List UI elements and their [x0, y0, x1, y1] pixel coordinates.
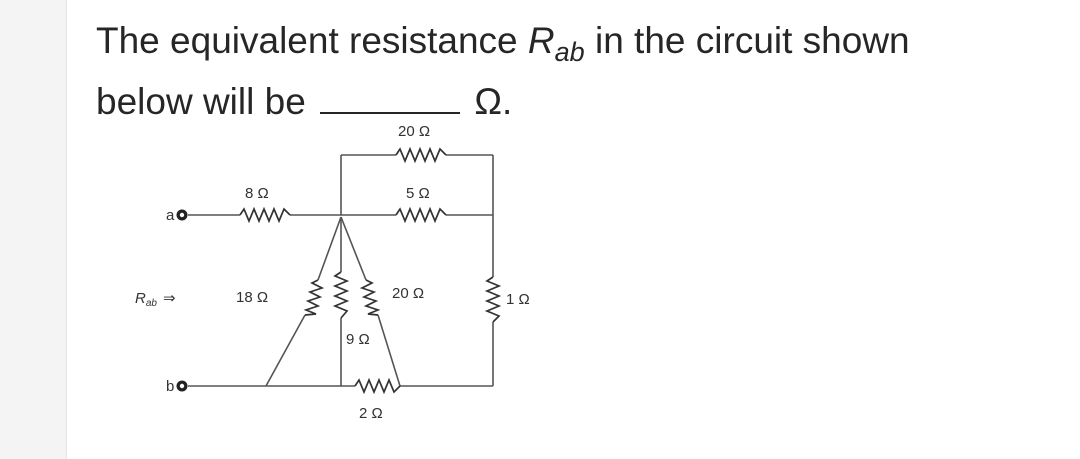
- resistor-20-diag: [359, 279, 381, 316]
- terminal-a-label: a: [166, 207, 175, 224]
- terminal-b-hole: [179, 383, 185, 389]
- terminal-a: [176, 209, 188, 221]
- question-card: [66, 0, 1080, 459]
- resistor-2: [354, 377, 401, 395]
- question-text: The equivalent resistance Rab in the cir…: [96, 12, 996, 131]
- label-r-20-diag: 20 Ω: [392, 285, 424, 302]
- wire-18-lower: [265, 314, 306, 387]
- label-r-5: 5 Ω: [406, 185, 430, 202]
- resistor-top-20: [395, 146, 447, 164]
- label-r-1: 1 Ω: [506, 291, 530, 308]
- question-line2-pre: below will be: [96, 81, 317, 122]
- resistance-symbol: R: [527, 20, 555, 61]
- resistor-18: [303, 279, 325, 316]
- resistors: [239, 146, 502, 395]
- label-r-top: 20 Ω: [398, 123, 430, 140]
- question-line1-post: in the circuit shown: [584, 20, 910, 61]
- resistance-subscript: ab: [554, 37, 585, 67]
- answer-blank[interactable]: [320, 78, 461, 114]
- label-r-2: 2 Ω: [359, 405, 383, 422]
- resistor-5: [395, 206, 447, 224]
- resistor-8: [239, 206, 291, 224]
- terminal-b: [176, 380, 188, 392]
- wire-18-upper: [317, 216, 342, 281]
- wire-20d-lower: [377, 314, 401, 387]
- resistor-1: [484, 276, 502, 323]
- label-r-9: 9 Ω: [346, 331, 370, 348]
- label-r-18: 18 Ω: [236, 289, 268, 306]
- resistor-9: [332, 271, 350, 319]
- label-r-8: 8 Ω: [245, 185, 269, 202]
- circuit-wires: [188, 154, 494, 387]
- terminal-a-hole: [179, 212, 185, 218]
- question-line2-post: Ω.: [464, 81, 513, 122]
- terminal-b-label: b: [166, 378, 174, 395]
- wire-20d-upper: [340, 216, 367, 281]
- question-line1-pre: The equivalent resistance: [96, 20, 528, 61]
- rab-label: Rab⇒: [135, 290, 176, 309]
